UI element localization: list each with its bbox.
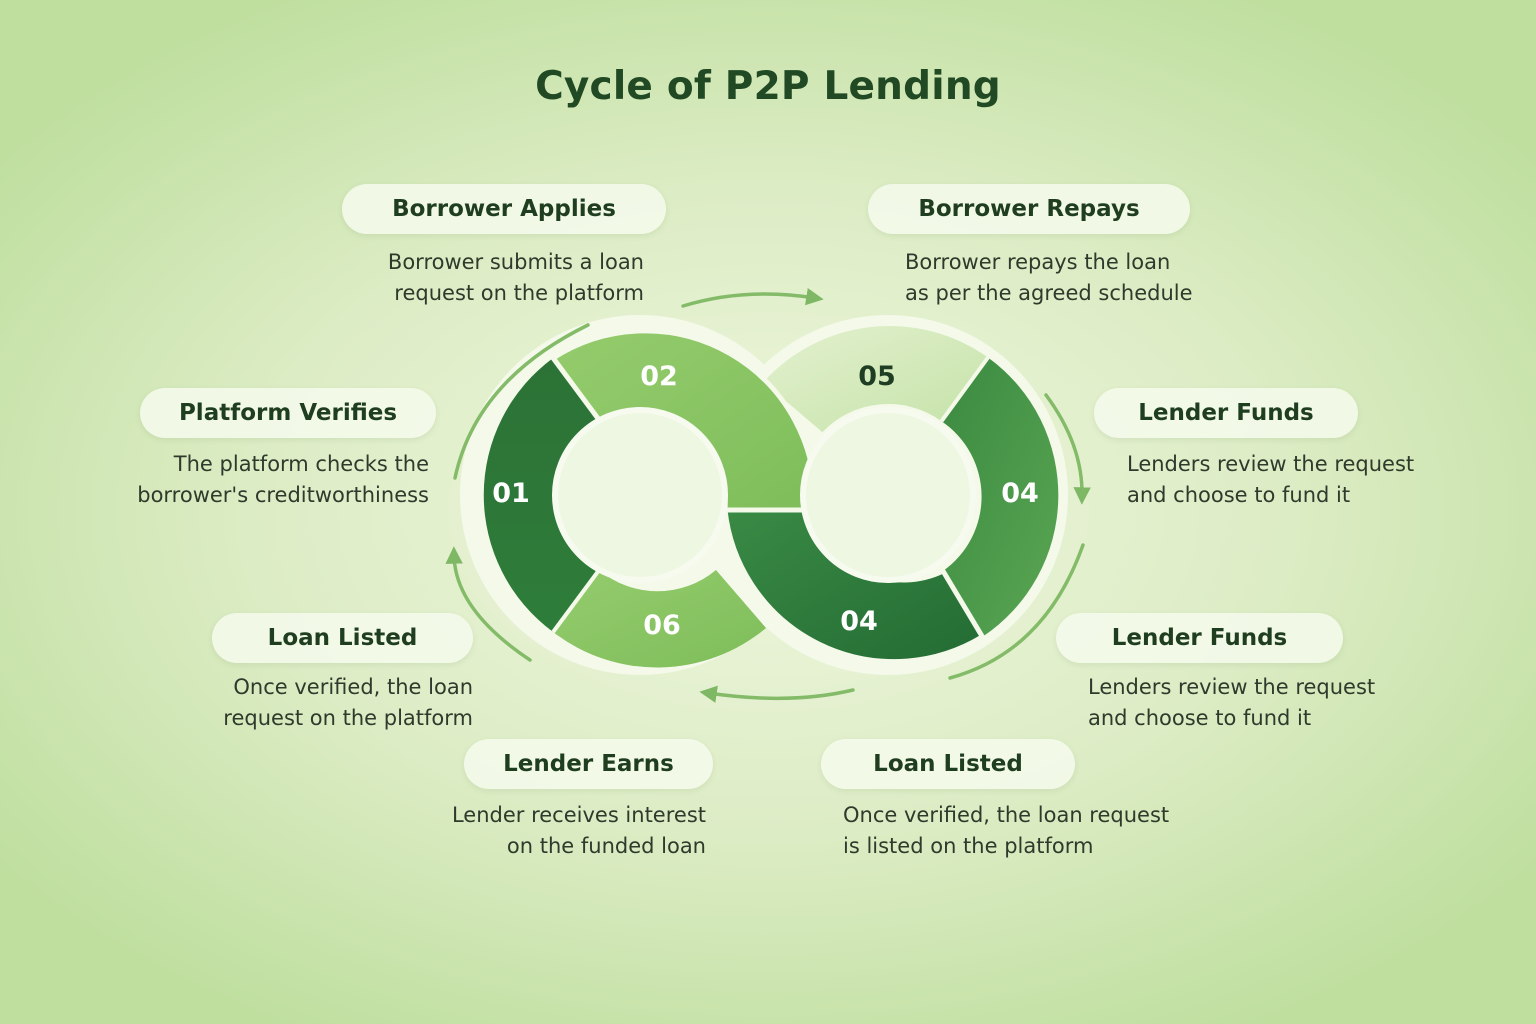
segment-06-number: 06 [643, 610, 681, 641]
right-ring-hole [800, 407, 976, 583]
segment-01-number: 01 [492, 478, 530, 509]
desc-lender-funds-upper: Lenders review the request and choose to… [1127, 452, 1415, 507]
label-loan-listed-left: Loan Listed [212, 613, 473, 663]
label-lender-earns: Lender Earns [464, 739, 713, 789]
left-ring-hole [552, 407, 728, 583]
label-borrower-applies: Borrower Applies [342, 184, 666, 234]
desc-borrower-applies: Borrower submits a loan request on the p… [387, 250, 644, 305]
arc-lower-right [948, 543, 1085, 680]
segment-05-number: 05 [858, 361, 896, 392]
segment-04-right-number: 04 [1001, 478, 1039, 509]
arc-upper-left [453, 323, 590, 480]
arrow-bottom [699, 685, 855, 703]
desc-loan-listed-bottom: Once verified, the loan request is liste… [843, 803, 1170, 858]
segment-06 [553, 570, 766, 668]
segment-01 [483, 358, 600, 632]
desc-borrower-repays: Borrower repays the loan as per the agre… [905, 250, 1193, 305]
label-lender-funds-upper: Lender Funds [1094, 388, 1358, 438]
desc-platform-verifies: The platform checks the borrower's credi… [137, 452, 429, 507]
label-loan-listed-bottom: Loan Listed [821, 739, 1075, 789]
arrow-top [681, 287, 824, 308]
page-title: Cycle of P2P Lending [535, 64, 1001, 109]
desc-lender-earns: Lender receives interest on the funded l… [451, 803, 706, 858]
segment-04-right [941, 357, 1059, 637]
segment-04-bottom-number: 04 [840, 606, 878, 637]
label-lender-funds-lower: Lender Funds [1056, 613, 1343, 663]
segment-separators [551, 356, 990, 638]
segment-05 [763, 326, 988, 433]
segment-02-number: 02 [640, 361, 678, 392]
label-platform-verifies: Platform Verifies [140, 388, 436, 438]
arrow-right [1044, 393, 1091, 505]
desc-lender-funds-lower: Lenders review the request and choose to… [1088, 675, 1376, 730]
label-borrower-repays: Borrower Repays [868, 184, 1190, 234]
arrow-left [445, 546, 532, 662]
desc-loan-listed-left: Once verified, the loan request on the p… [223, 675, 473, 730]
